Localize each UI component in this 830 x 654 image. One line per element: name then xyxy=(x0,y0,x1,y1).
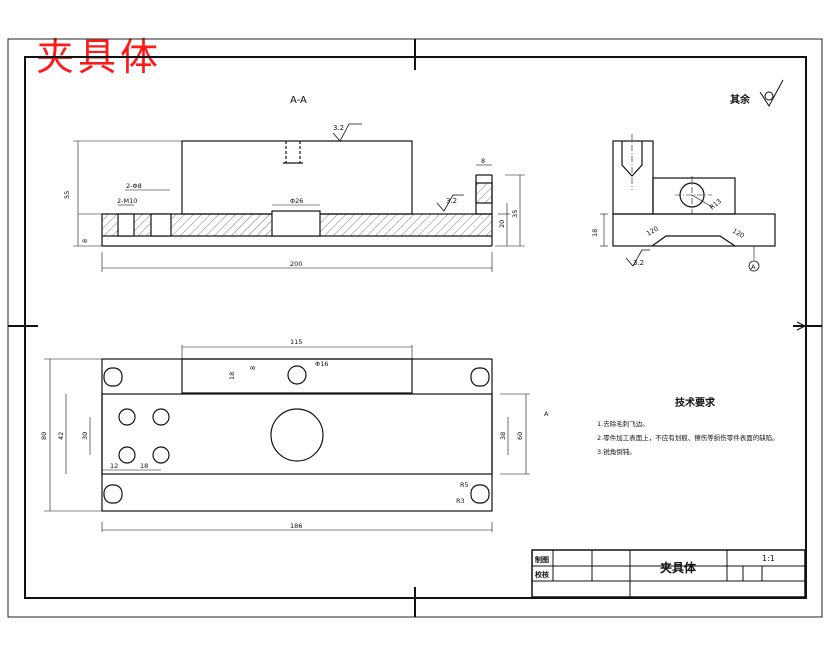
title-block xyxy=(531,549,806,598)
plan-dim-inner-h: 42 xyxy=(57,432,65,440)
dim-slot-width: 8 xyxy=(481,157,485,165)
side-angle-left: 120 xyxy=(645,225,660,238)
tech-req-item-1: 1.去除毛刺飞边。 xyxy=(597,419,649,428)
side-datum: A xyxy=(751,263,756,271)
dim-right-height: 35 xyxy=(511,210,519,218)
dim-bore: Φ26 xyxy=(290,197,303,205)
roughness-rest-symbol xyxy=(759,79,784,107)
dim-right-small: 20 xyxy=(498,220,506,228)
roughness-slot-value: 3.2 xyxy=(446,197,457,205)
plan-dim-slot-len: R3 xyxy=(456,497,465,505)
plan-view xyxy=(101,358,493,512)
side-dim-left: 18 xyxy=(591,229,599,237)
side-angle-right: 120 xyxy=(731,227,746,240)
plan-dim-top-width: 115 xyxy=(290,338,302,346)
side-view xyxy=(600,134,776,272)
plan-dim-right-h2: 60 xyxy=(516,432,524,440)
section-label: A-A xyxy=(290,95,307,106)
plan-dim-left-off: 12 xyxy=(110,462,118,470)
plan-dim-hole-pitch: 18 xyxy=(140,462,148,470)
roughness-side-value: 3.2 xyxy=(633,259,644,267)
tech-req-title: 技术要求 xyxy=(675,396,716,409)
plan-dim-hole-spacing: 30 xyxy=(81,432,89,440)
title-block-part-name: 夹具体 xyxy=(660,560,697,575)
roughness-symbol-slot xyxy=(436,194,464,212)
plan-dim-phi: Φ16 xyxy=(315,360,328,368)
roughness-symbol-side xyxy=(625,249,650,267)
tech-req-item-2: 2.零件加工表面上，不应有划痕、擦伤等损伤零件表面的缺陷。 xyxy=(597,433,779,442)
section-view xyxy=(101,140,493,247)
tech-req-item-3: 3.锐角倒钝。 xyxy=(597,447,636,456)
plan-dim-pocket-h: 18 xyxy=(228,372,236,380)
dim-height-total: 55 xyxy=(63,191,71,199)
title-block-checked-label: 校核 xyxy=(535,570,549,579)
title-block-scale: 1:1 xyxy=(762,554,775,563)
centering-marks xyxy=(8,39,822,617)
plan-dim-slot-r: R5 xyxy=(460,481,469,489)
inner-border xyxy=(24,56,807,599)
side-r-label: R13 xyxy=(708,197,723,211)
plan-dimension-lines xyxy=(44,345,530,532)
plan-dim-right-h1: 38 xyxy=(499,432,507,440)
plan-section-mark: A xyxy=(544,410,549,418)
roughness-main-value: 3.2 xyxy=(333,124,344,132)
section-dimension-lines xyxy=(73,140,525,272)
dim-length: 200 xyxy=(290,260,302,268)
plan-dim-pocket-small: 8 xyxy=(249,366,257,370)
plan-dim-overall-h: 80 xyxy=(40,432,48,440)
dim-hole-m10: 2-M10 xyxy=(117,197,137,205)
plan-dim-length: 186 xyxy=(290,522,302,530)
roughness-symbol-main xyxy=(332,123,362,142)
dim-hole-phi8: 2-Φ8 xyxy=(126,182,142,190)
dim-base-thick: 8 xyxy=(81,239,89,243)
title-block-drawn-label: 制图 xyxy=(535,555,549,564)
roughness-rest-label: 其余 xyxy=(730,93,751,106)
